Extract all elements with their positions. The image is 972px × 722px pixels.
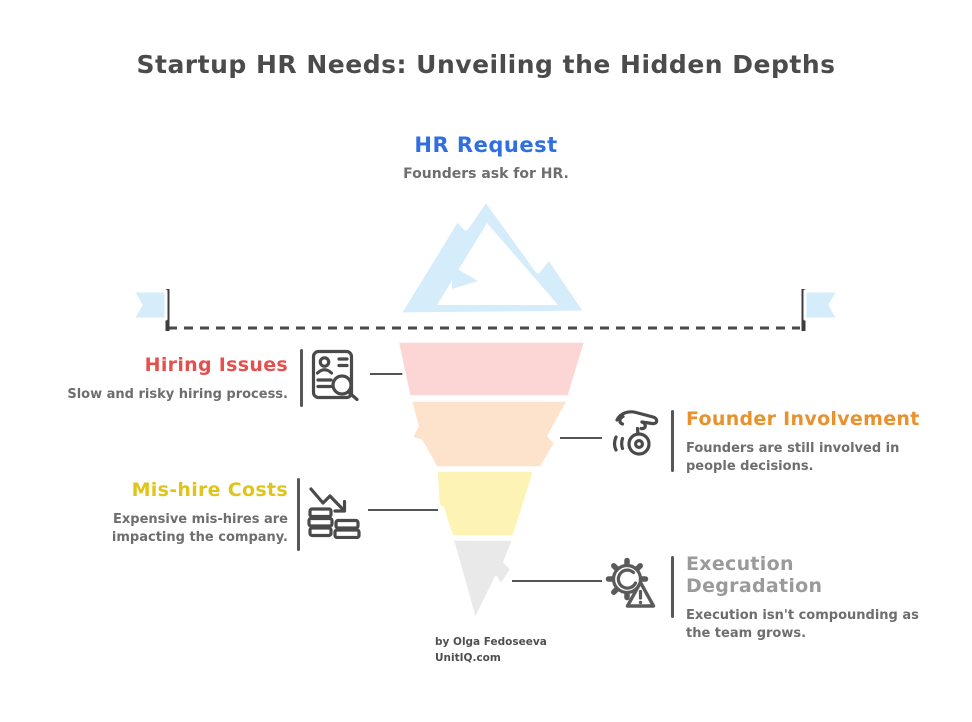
section-divider	[297, 478, 300, 551]
section-mishire-costs: Mis-hire Costs Expensive mis-hires are i…	[28, 479, 288, 546]
iceberg-layer-mishire	[434, 468, 537, 539]
footer-credit: by Olga Fedoseeva UnitIQ.com	[435, 635, 547, 667]
section-title: Mis-hire Costs	[131, 479, 288, 501]
gear-warning-icon	[605, 557, 656, 608]
mountain-icon	[395, 196, 590, 318]
left-flag-icon	[131, 289, 168, 321]
iceberg-layer-hiring	[395, 339, 588, 399]
site-name: UnitIQ.com	[435, 651, 501, 664]
section-title: Founder Involvement	[686, 408, 920, 430]
section-description: Expensive mis-hires are impacting the co…	[111, 512, 288, 545]
section-title: Hiring Issues	[144, 354, 288, 376]
surface-description: Founders ask for HR.	[403, 166, 569, 182]
section-description: Execution isn't compounding as the team …	[686, 608, 919, 641]
page-title: Startup HR Needs: Unveiling the Hidden D…	[136, 50, 836, 79]
iceberg-layer-execution	[450, 537, 516, 623]
connector-lines	[368, 373, 602, 582]
section-title: Execution Degradation	[686, 553, 823, 597]
section-divider	[300, 349, 303, 407]
section-hiring-issues: Hiring Issues Slow and risky hiring proc…	[30, 354, 288, 404]
surface-section: HR Request Founders ask for HR.	[0, 133, 972, 182]
byline: by Olga Fedoseeva	[435, 636, 547, 648]
iceberg-layers	[395, 339, 588, 623]
hand-yoyo-icon	[612, 410, 659, 456]
surface-label: HR Request	[414, 133, 558, 157]
section-description: Founders are still involved in people de…	[686, 441, 900, 474]
section-founder-involvement: Founder Involvement Founders are still i…	[686, 408, 936, 475]
section-execution-degradation: Execution Degradation Execution isn't co…	[686, 553, 936, 642]
mountain-inner-cutout	[437, 223, 558, 305]
mountain-ledge	[452, 266, 478, 289]
money-loss-icon	[307, 487, 361, 539]
iceberg-layer-founder	[408, 398, 571, 470]
section-description: Slow and risky hiring process.	[67, 387, 288, 402]
right-flag-icon	[803, 289, 840, 321]
resume-search-icon	[311, 349, 359, 401]
section-divider	[671, 556, 674, 618]
section-divider	[671, 410, 674, 472]
